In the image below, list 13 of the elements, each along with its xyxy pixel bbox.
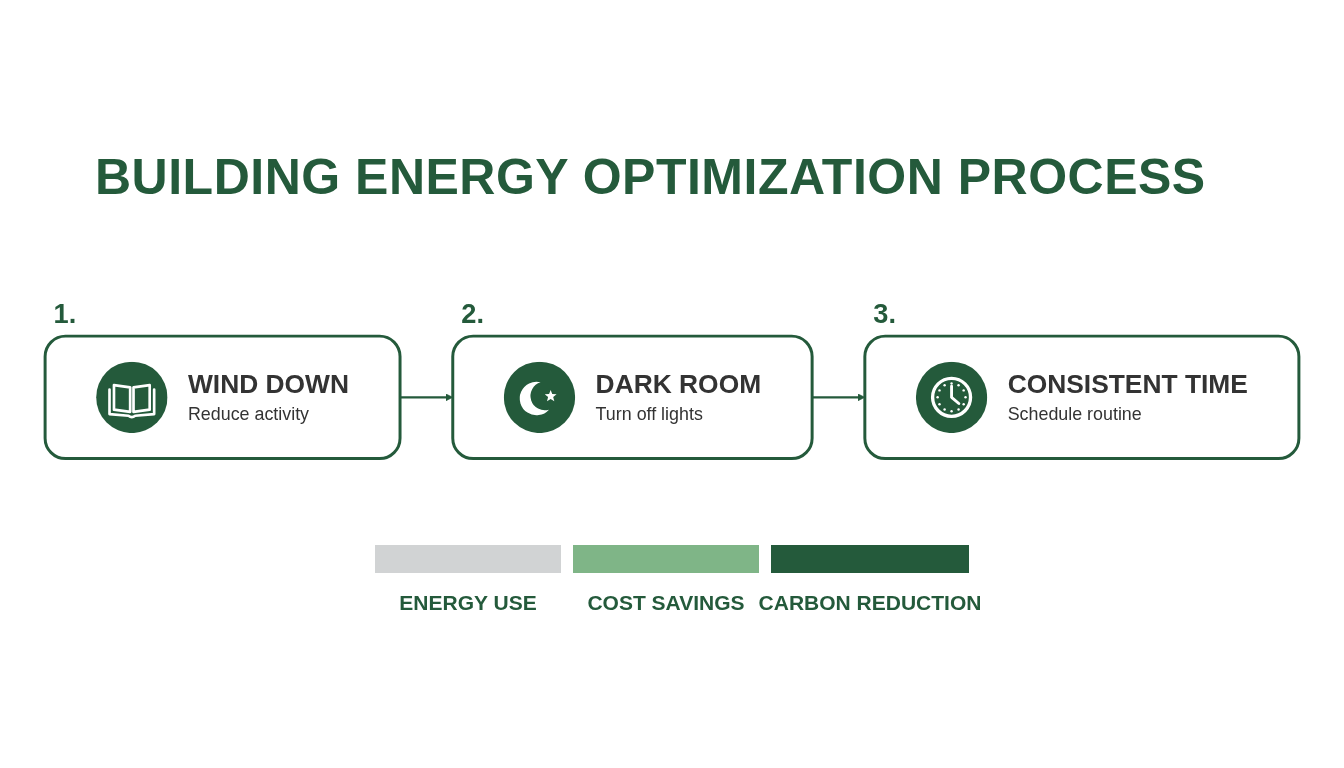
step-description: Turn off lights xyxy=(595,403,704,427)
legend-label: COST SAVINGS xyxy=(587,591,745,615)
step-number: 1. xyxy=(53,297,77,329)
legend-label: ENERGY USE xyxy=(399,591,537,615)
step-number: 2. xyxy=(461,297,484,329)
step-description: Schedule routine xyxy=(1007,403,1143,427)
legend-label: CARBON REDUCTION xyxy=(758,591,982,615)
step-heading: CONSISTENT TIME xyxy=(1007,368,1248,402)
diagram-title: BUILDING ENERGY OPTIMIZATION PROCESS xyxy=(95,150,1206,205)
step-description: Reduce activity xyxy=(187,403,311,427)
step-heading: WIND DOWN xyxy=(187,368,349,402)
step-heading: DARK ROOM xyxy=(595,368,762,402)
step-number: 3. xyxy=(873,297,897,329)
